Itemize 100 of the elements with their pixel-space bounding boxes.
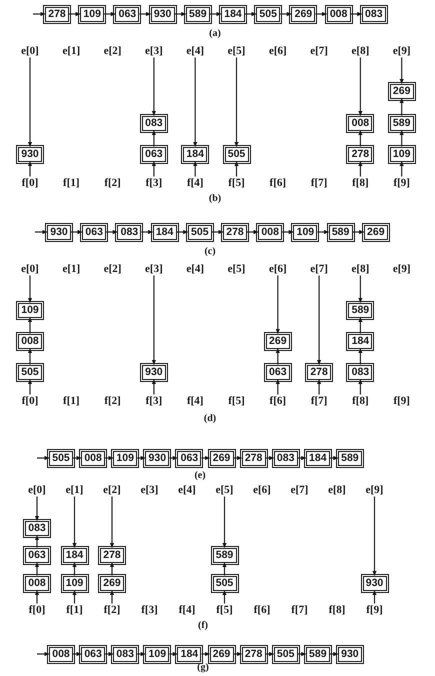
arrow (34, 562, 40, 576)
number-box: 505 (212, 576, 236, 590)
figure-caption: (f) (198, 620, 208, 631)
arrow (37, 456, 50, 460)
arrow (266, 456, 274, 460)
pointer-label: f[4] (182, 394, 208, 408)
pointer-label: f[5] (212, 604, 238, 616)
pointer-label: f[2] (100, 394, 126, 408)
pointer-label: e[7] (286, 484, 312, 496)
arrow (266, 652, 274, 656)
number-box: 063 (82, 224, 106, 240)
arrow (28, 161, 32, 176)
pointer-label: e[2] (99, 484, 125, 496)
number-box: 083 (117, 224, 142, 240)
pointer-label: f[8] (347, 394, 374, 408)
pointer-label: e[8] (347, 44, 374, 58)
pointer-label: e[9] (388, 262, 415, 276)
number-box: 063 (115, 6, 140, 22)
arrow (222, 562, 227, 576)
number-box: 063 (266, 364, 290, 380)
pointer-label: f[3] (136, 604, 162, 616)
pointer-label: f[3] (140, 394, 167, 408)
arrow (137, 652, 146, 656)
pointer-label: f[1] (62, 604, 88, 616)
number-box: 083 (362, 6, 386, 22)
pointer-label: f[2] (99, 604, 125, 616)
arrow (152, 130, 156, 146)
arrow (34, 535, 40, 548)
arrow (73, 652, 82, 656)
number-box: 589 (306, 646, 330, 662)
number-box: 269 (364, 224, 388, 240)
number-box: 589 (212, 548, 236, 562)
number-box: 269 (390, 84, 414, 98)
arrow (276, 348, 280, 364)
arrow (72, 590, 77, 604)
arrow (316, 276, 322, 365)
pointer-label: e[3] (140, 262, 167, 276)
arrow (28, 379, 32, 394)
arrow (234, 456, 242, 460)
pointer-label: f[7] (306, 394, 332, 408)
arrow (276, 379, 280, 394)
pointer-label: e[8] (324, 484, 350, 496)
pointer-label: f[3] (140, 176, 167, 190)
arrow (358, 379, 363, 394)
arrow (28, 276, 32, 303)
arrow (28, 348, 32, 364)
pointer-label: e[4] (174, 484, 200, 496)
arrow (72, 562, 77, 576)
arrow (28, 317, 32, 334)
arrow (234, 161, 239, 176)
pointer-label: f[9] (388, 394, 415, 408)
number-box: 184 (62, 548, 86, 562)
number-box: 083 (113, 646, 138, 662)
pointer-label: e[7] (306, 44, 332, 58)
number-box: 278 (100, 548, 124, 562)
pointer-label: e[3] (136, 484, 162, 496)
pointer-label: e[7] (306, 262, 332, 276)
pointer-label: f[6] (249, 604, 275, 616)
number-box: 278 (223, 224, 247, 240)
arrow (358, 348, 363, 364)
number-box: 278 (242, 450, 266, 466)
number-box: 109 (293, 224, 318, 240)
arrow (72, 496, 77, 548)
figure-caption: (g) (197, 662, 209, 673)
figure-caption: (b) (208, 193, 222, 204)
arrow (247, 230, 259, 234)
pointer-label: e[2] (100, 44, 126, 58)
arrow (276, 276, 280, 334)
arrow (245, 12, 257, 16)
number-box: 109 (80, 6, 104, 22)
arrow (152, 276, 156, 365)
arrow (400, 161, 404, 176)
number-box: 505 (274, 646, 298, 662)
number-box: 269 (210, 646, 234, 662)
arrow (37, 652, 50, 656)
pointer-label: e[4] (182, 262, 208, 276)
pointer-label: f[6] (264, 394, 291, 408)
pointer-label: e[4] (182, 44, 208, 58)
pointer-label: e[2] (100, 262, 126, 276)
pointer-label: f[7] (306, 176, 332, 190)
number-box: 278 (45, 6, 69, 22)
arrow (358, 58, 363, 116)
number-box: 083 (348, 364, 372, 380)
pointer-label: f[9] (388, 176, 415, 190)
pointer-label: e[8] (347, 262, 374, 276)
number-box: 269 (100, 576, 124, 590)
number-box: 930 (145, 450, 170, 466)
arrow (28, 58, 32, 147)
arrow (106, 230, 118, 234)
number-box: 589 (328, 224, 353, 240)
arrow (201, 456, 210, 460)
arrow (330, 456, 338, 460)
number-box: 930 (362, 576, 386, 590)
pointer-label: f[7] (286, 604, 312, 616)
number-box: 083 (25, 520, 49, 536)
arrow (137, 456, 146, 460)
arrow (222, 496, 227, 548)
pointer-label: f[8] (324, 604, 350, 616)
number-box: 063 (81, 646, 106, 662)
arrow (110, 562, 114, 576)
